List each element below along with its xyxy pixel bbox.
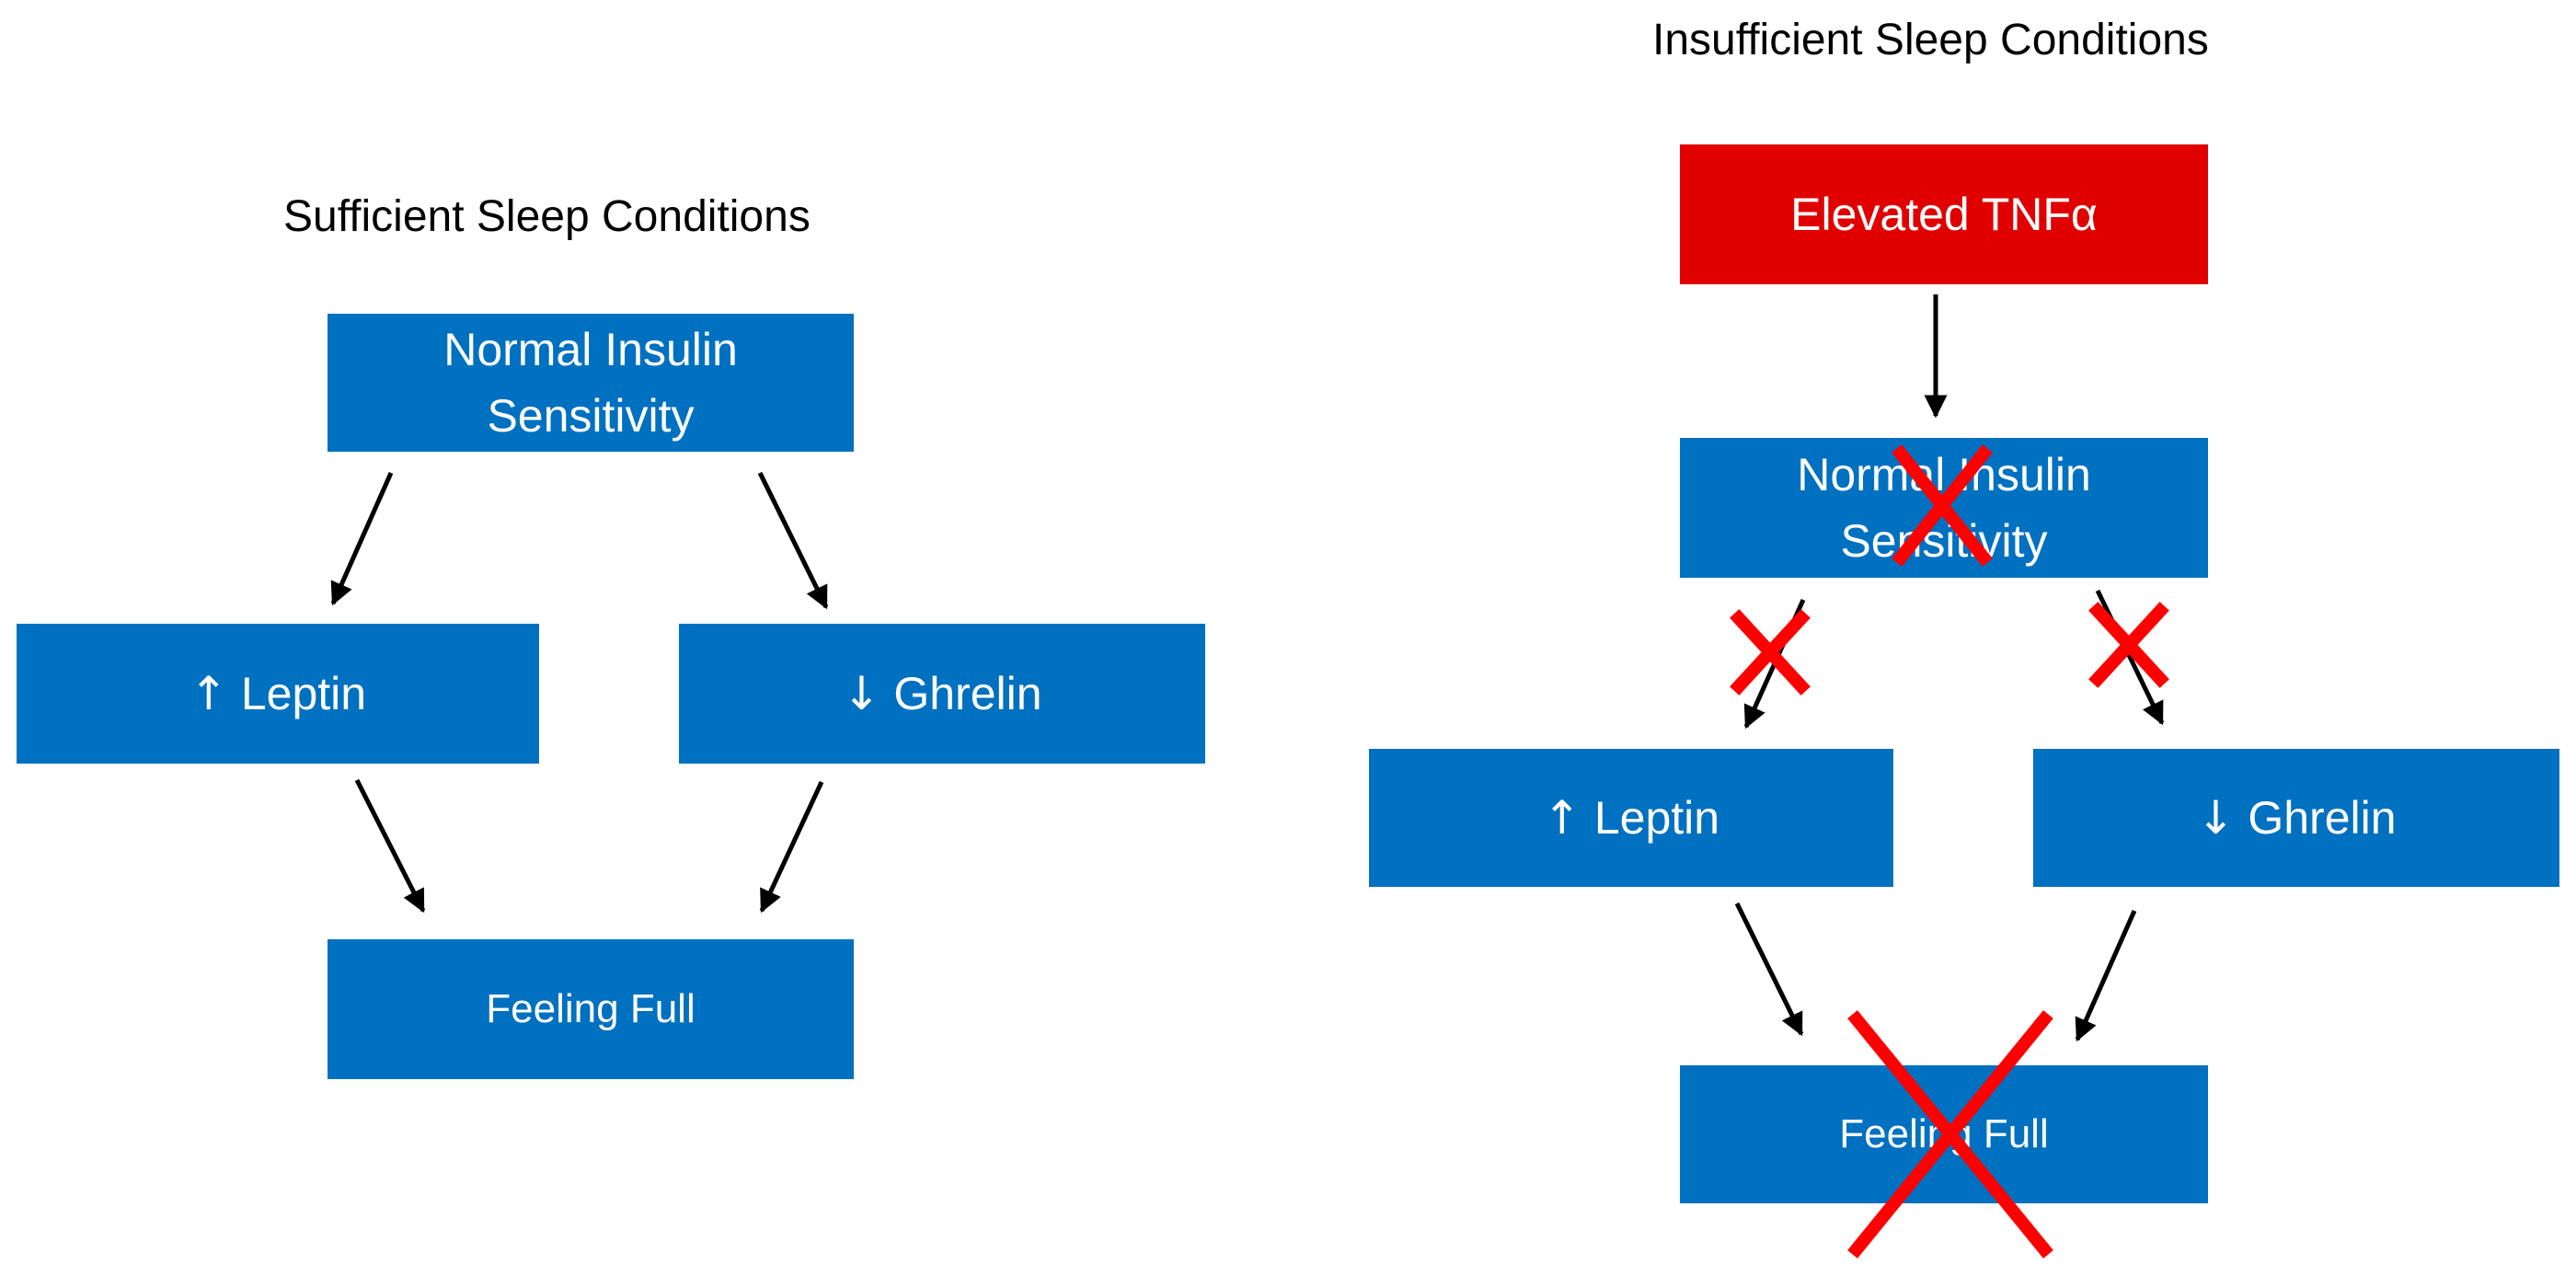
right-arrow-ghrelin-to-full [2075, 909, 2137, 1042]
left-arrow-ghrelin-to-full [759, 780, 824, 914]
left-leptin-node: ↑Leptin [17, 624, 539, 764]
left-ghrelin-label: Ghrelin [893, 667, 1042, 719]
right-insulin-node: Normal Insulin Sensitivity [1680, 438, 2208, 578]
left-feeling-full-node: Feeling Full [328, 939, 854, 1079]
right-arrow-insulin-to-leptin [1743, 598, 1806, 730]
right-leptin-node: ↑Leptin [1369, 749, 1893, 887]
cross-icon-leptin-path [1730, 609, 1811, 695]
left-arrow-insulin-to-ghrelin [757, 471, 829, 610]
right-tnf-label: Elevated TNFα [1790, 188, 2098, 240]
down-arrow-icon: ↓ [842, 666, 881, 720]
right-feeling-full-node: Feeling Full [1680, 1065, 2208, 1203]
right-arrow-insulin-to-ghrelin [2095, 589, 2165, 726]
left-arrow-leptin-to-full [354, 778, 426, 914]
left-panel-title: Sufficient Sleep Conditions [283, 192, 811, 241]
up-arrow-icon: ↑ [189, 666, 228, 720]
left-arrow-insulin-to-leptin [330, 471, 394, 606]
right-arrow-leptin-to-full [1734, 902, 1804, 1037]
right-ghrelin-node: ↓Ghrelin [2033, 749, 2559, 887]
left-ghrelin-node: ↓Ghrelin [679, 624, 1205, 764]
left-insulin-node: Normal Insulin Sensitivity [328, 314, 854, 452]
right-tnf-node: Elevated TNFα [1680, 144, 2208, 284]
left-leptin-label: Leptin [240, 667, 367, 719]
up-arrow-icon: ↑ [1542, 790, 1581, 845]
right-panel-title: Insufficient Sleep Conditions [1652, 16, 2209, 64]
right-insulin-label: Normal Insulin Sensitivity [1797, 448, 2091, 568]
left-feeling-full-label: Feeling Full [486, 986, 696, 1032]
right-ghrelin-label: Ghrelin [2248, 791, 2397, 844]
left-insulin-label: Normal Insulin Sensitivity [443, 323, 738, 443]
right-feeling-full-label: Feeling Full [1839, 1111, 2049, 1157]
cross-icon-ghrelin-path [2088, 602, 2169, 688]
right-leptin-label: Leptin [1593, 791, 1720, 844]
down-arrow-icon: ↓ [2196, 790, 2236, 845]
